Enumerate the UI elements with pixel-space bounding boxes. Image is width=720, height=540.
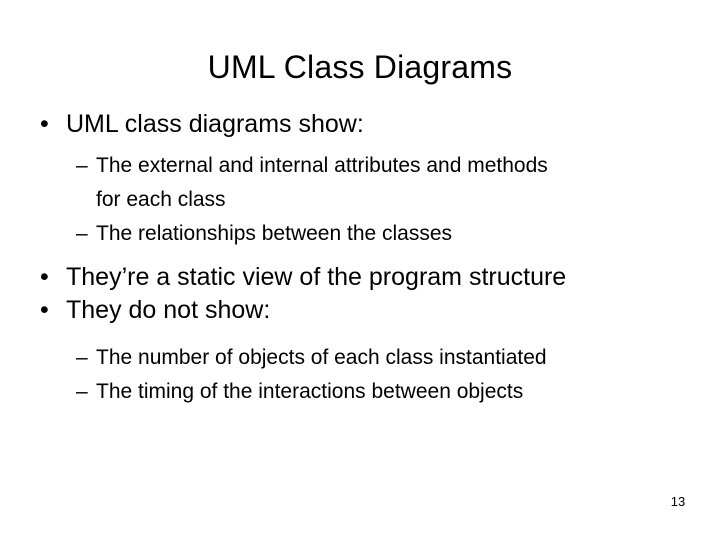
page-title: UML Class Diagrams — [207, 49, 513, 85]
bullet-text: The timing of the interactions between o… — [96, 380, 524, 403]
bullet-text: They’re a static view of the program str… — [66, 263, 567, 291]
bullet-text: The number of objects of each class inst… — [96, 346, 547, 369]
bullet-level2-item: – The external and internal attributes a… — [0, 149, 720, 217]
spacer — [0, 251, 720, 261]
bullet-dash-icon: – — [76, 154, 88, 177]
bullet-level1-item: • They’re a static view of the program s… — [0, 261, 720, 294]
bullet-dash-icon: – — [76, 346, 88, 369]
bullet-dash-icon: – — [76, 380, 88, 403]
slide-body: • UML class diagrams show: – The externa… — [0, 108, 720, 409]
bullet-text: They do not show: — [66, 296, 271, 324]
page-number: 13 — [670, 494, 686, 509]
bullet-dash-icon: – — [76, 222, 88, 245]
bullet-level2-item: – The number of objects of each class in… — [0, 341, 720, 375]
bullet-text: UML class diagrams show: — [66, 110, 364, 138]
bullet-text: The relationships between the classes — [96, 222, 453, 245]
spacer — [0, 327, 720, 341]
bullet-dot-icon: • — [40, 110, 49, 138]
bullet-text: The external and internal attributes and… — [96, 154, 548, 177]
bullet-level1-item: • UML class diagrams show: — [0, 108, 720, 141]
bullet-dot-icon: • — [40, 296, 49, 324]
spacer — [0, 141, 720, 149]
bullet-level1-item: • They do not show: — [0, 294, 720, 327]
bullet-dot-icon: • — [40, 263, 49, 291]
bullet-level2-item: – The timing of the interactions between… — [0, 375, 720, 409]
bullet-level2-item: – The relationships between the classes — [0, 217, 720, 251]
bullet-text-continuation: for each class — [96, 188, 226, 211]
